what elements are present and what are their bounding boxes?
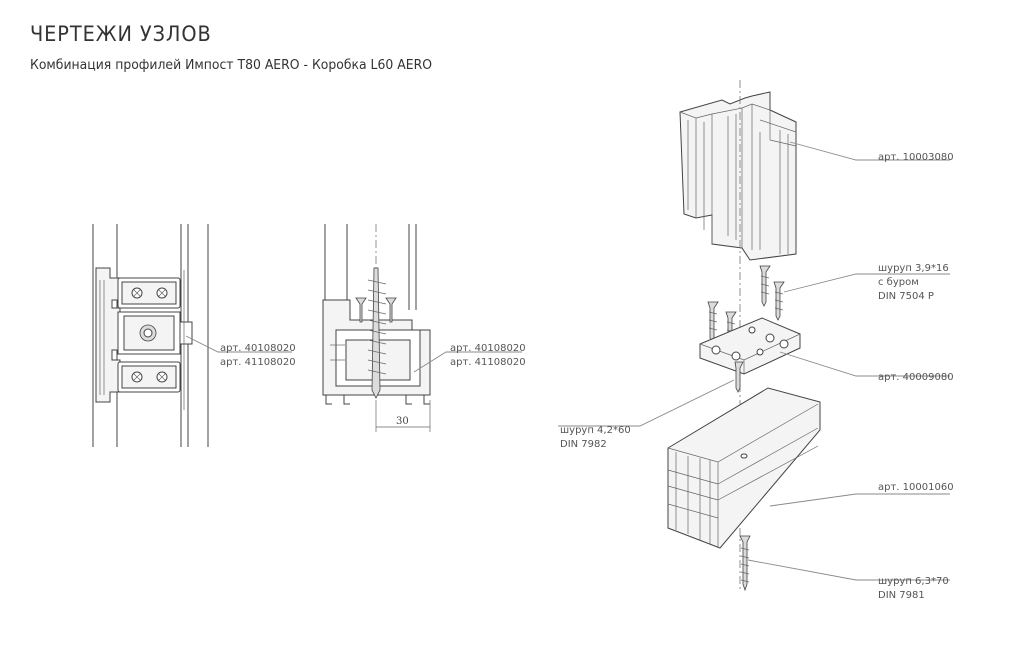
- connector-art-label: арт. 40009080: [878, 372, 954, 383]
- section-a-drawing: [92, 224, 209, 447]
- screw-top-label-1: шуруп 3,9*16: [878, 263, 949, 274]
- screw-top-label-2: с буром: [878, 277, 919, 288]
- page-title: ЧЕРТЕЖИ УЗЛОВ: [30, 22, 212, 46]
- impost-art-label: арт. 10003080: [878, 152, 954, 163]
- section-b-label-2: арт. 41108020: [450, 357, 526, 368]
- section-a-label-2: арт. 41108020: [220, 357, 296, 368]
- frame-profile: [667, 387, 821, 549]
- screw-4-2x60: [734, 361, 744, 393]
- section-b-drawing: [322, 224, 431, 432]
- frame-art-label: арт. 10001060: [878, 482, 954, 493]
- connector-plate: [699, 317, 801, 375]
- page-subtitle: Комбинация профилей Импост T80 AERO - Ко…: [30, 57, 432, 73]
- screw-bottom-label-2: DIN 7981: [878, 590, 925, 601]
- dimension-30: 30: [396, 416, 409, 427]
- section-b-label-1: арт. 40108020: [450, 343, 526, 354]
- screw-6-3x70: [739, 535, 751, 592]
- section-a-label-1: арт. 40108020: [220, 343, 296, 354]
- screw-mid-label-1: шуруп 4,2*60: [560, 425, 631, 436]
- impost-profile: [679, 91, 797, 261]
- screw-bottom-label-1: шуруп 6,3*70: [878, 576, 949, 587]
- screw-mid-label-2: DIN 7982: [560, 439, 607, 450]
- screw-top-label-3: DIN 7504 P: [878, 291, 934, 302]
